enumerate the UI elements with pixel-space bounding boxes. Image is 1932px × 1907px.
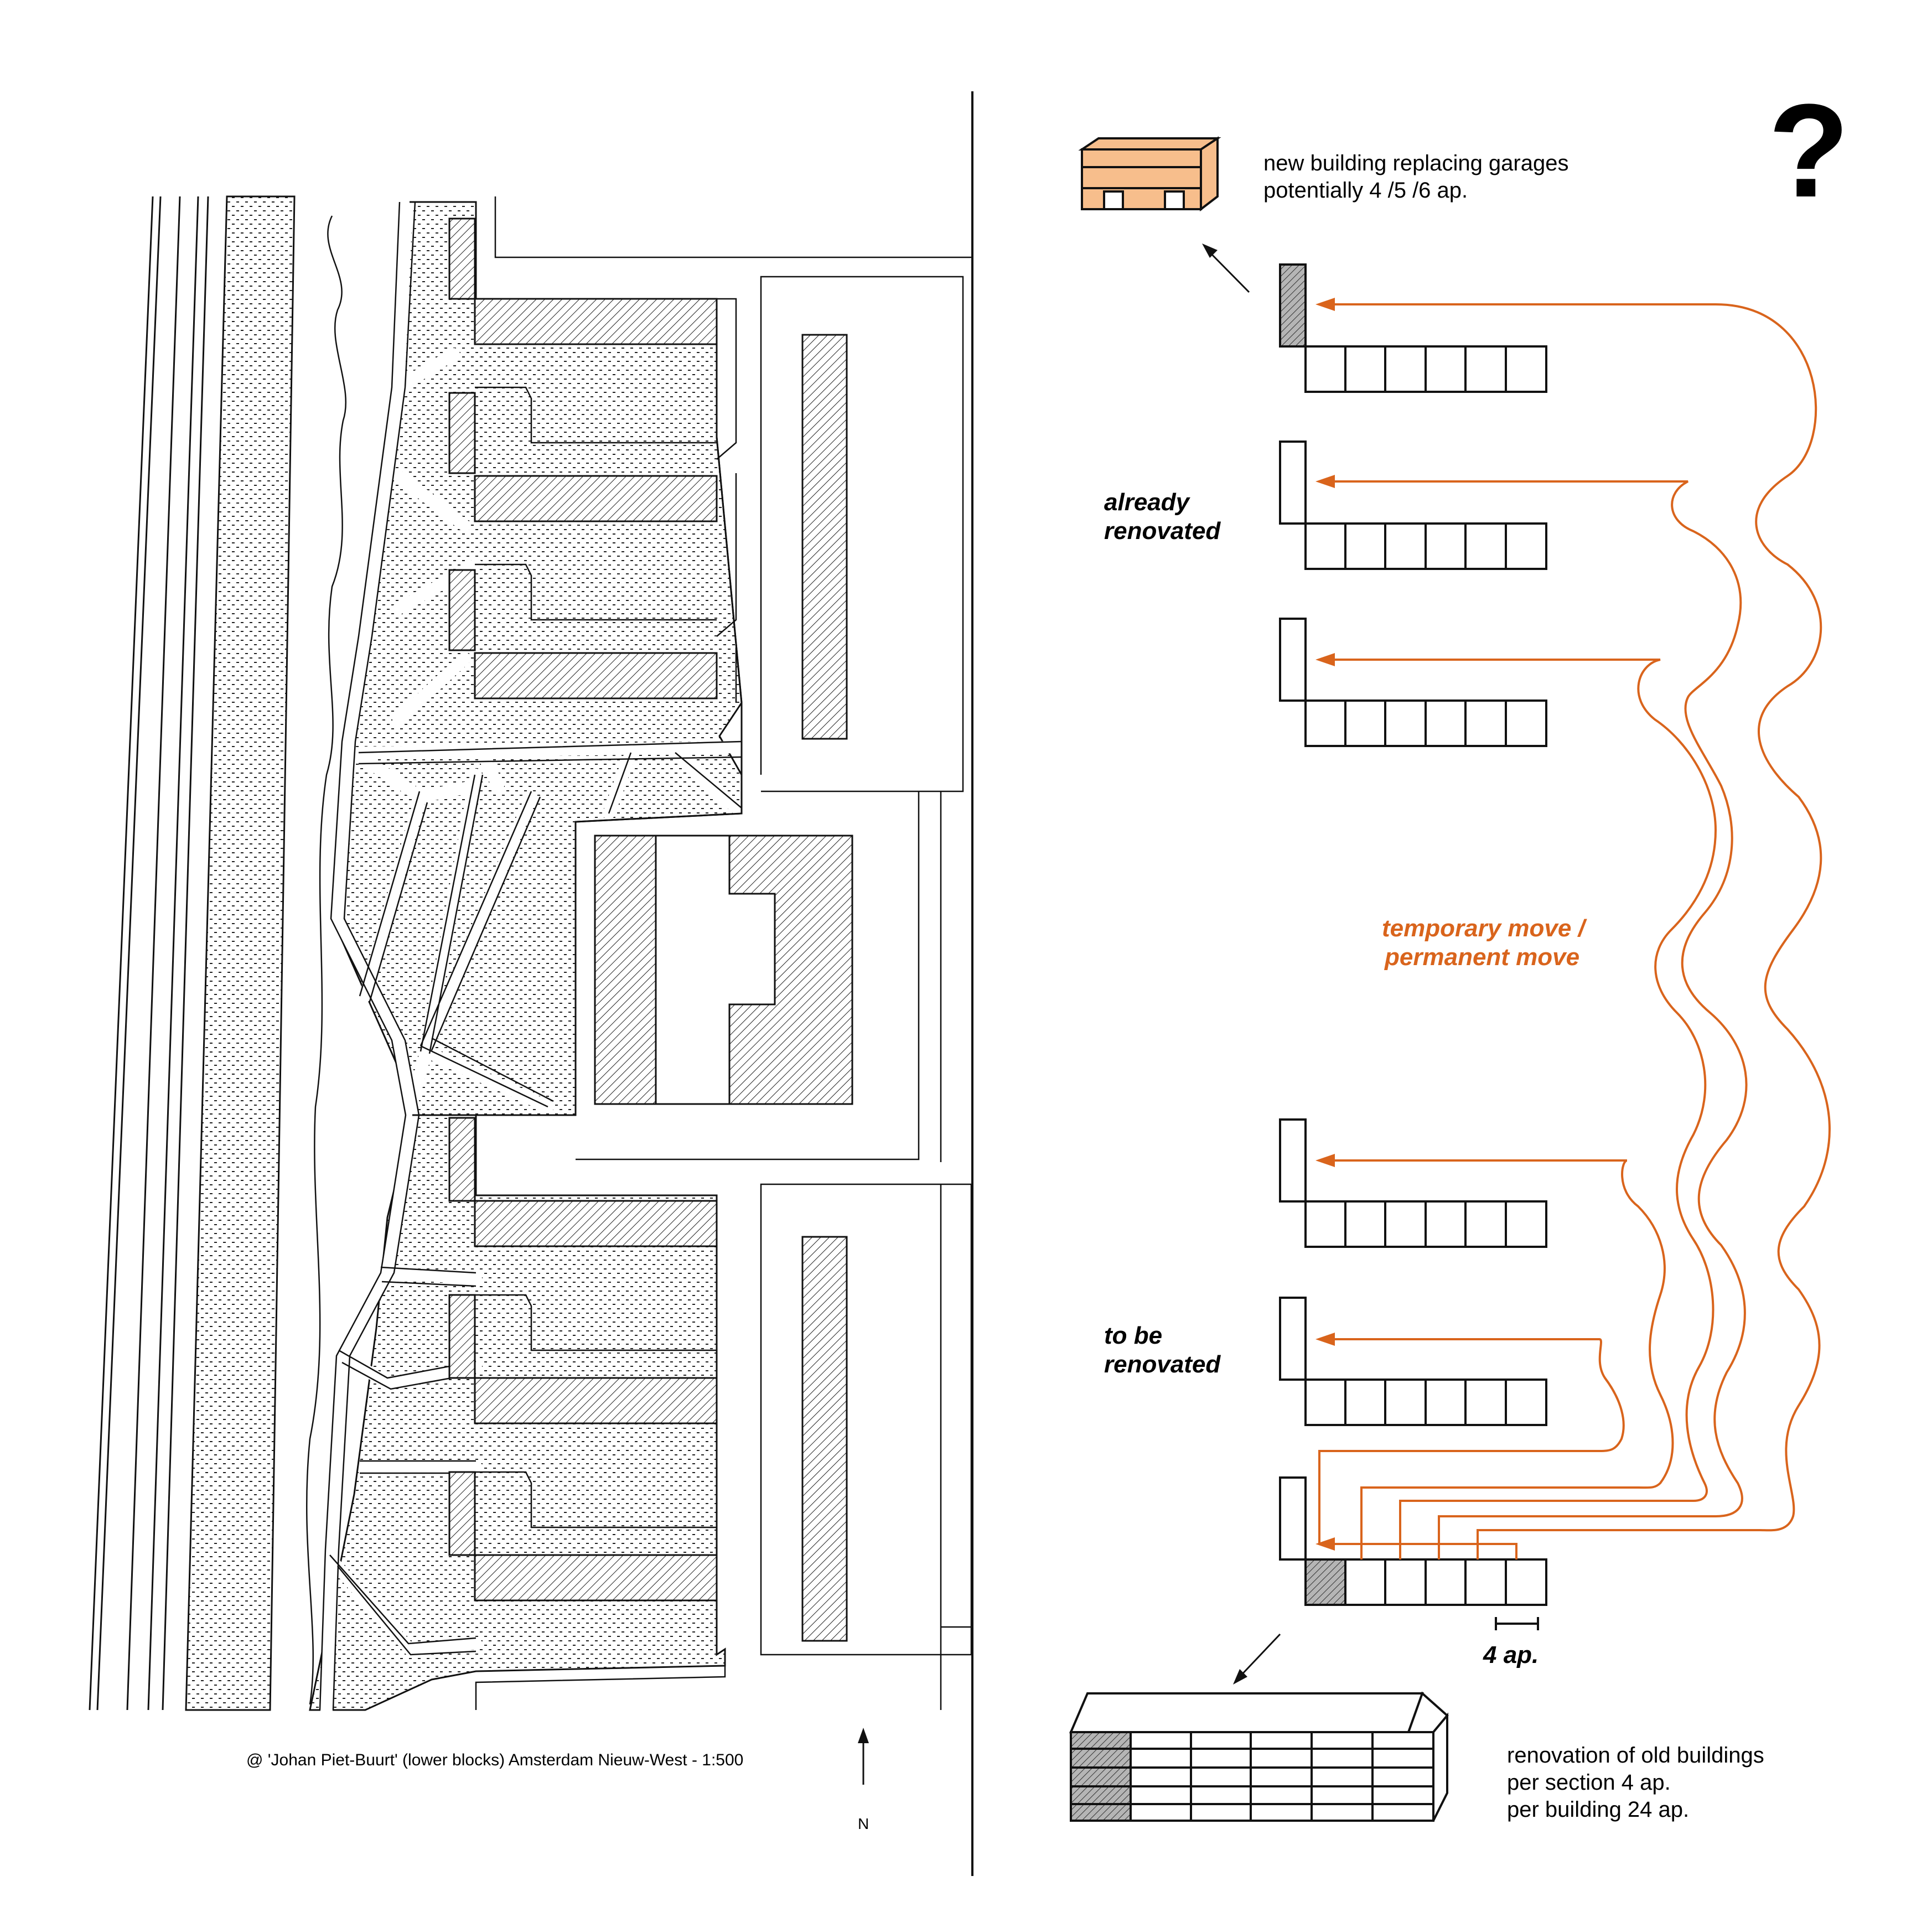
new-building-label-1: new building replacing garages [1263, 151, 1568, 175]
arrow-to-renovation [1233, 1633, 1281, 1685]
move-label-2: permanent move [1384, 944, 1579, 971]
renovation-label-2: per section 4 ap. [1507, 1770, 1671, 1795]
question-mark: ? [1768, 76, 1850, 225]
arrow-to-new-building [1202, 243, 1250, 293]
path-outlines [319, 201, 742, 1711]
street-blocks [494, 196, 971, 792]
to-be-renovated-label-1: to be [1104, 1322, 1162, 1349]
renovated-building-icon [1069, 1691, 1449, 1822]
north-label: N [858, 1815, 869, 1832]
already-renovated-label-1: already [1104, 489, 1191, 516]
scheme-2 [1279, 441, 1547, 570]
renovation-label-1: renovation of old buildings [1507, 1743, 1764, 1768]
canal-edge [305, 215, 346, 1705]
new-building-label-2: potentially 4 /5 /6 ap. [1263, 178, 1468, 203]
north-arrow: N [858, 1728, 869, 1832]
scheme-6 [1279, 1476, 1547, 1606]
scheme-4 [1279, 1118, 1547, 1248]
building-schemes [1279, 263, 1547, 1606]
scheme-5 [1279, 1297, 1547, 1426]
move-label-1: temporary move / [1382, 915, 1588, 942]
already-renovated-label-2: renovated [1104, 517, 1221, 545]
scheme-1 [1279, 263, 1547, 393]
scale-bar [1495, 1617, 1539, 1630]
scale-label: 4 ap. [1483, 1641, 1539, 1668]
caption: @ 'Johan Piet-Buurt' (lower blocks) Amst… [246, 1751, 743, 1769]
move-arrows [1315, 298, 1831, 1559]
green-strip [185, 195, 296, 1711]
new-building-icon [1078, 136, 1221, 212]
arrow-left-icon [1315, 298, 1335, 1551]
renovation-label-3: per building 24 ap. [1507, 1797, 1689, 1822]
site-plan [89, 91, 973, 1876]
to-be-renovated-label-2: renovated [1104, 1351, 1221, 1378]
scheme-3 [1279, 618, 1547, 747]
